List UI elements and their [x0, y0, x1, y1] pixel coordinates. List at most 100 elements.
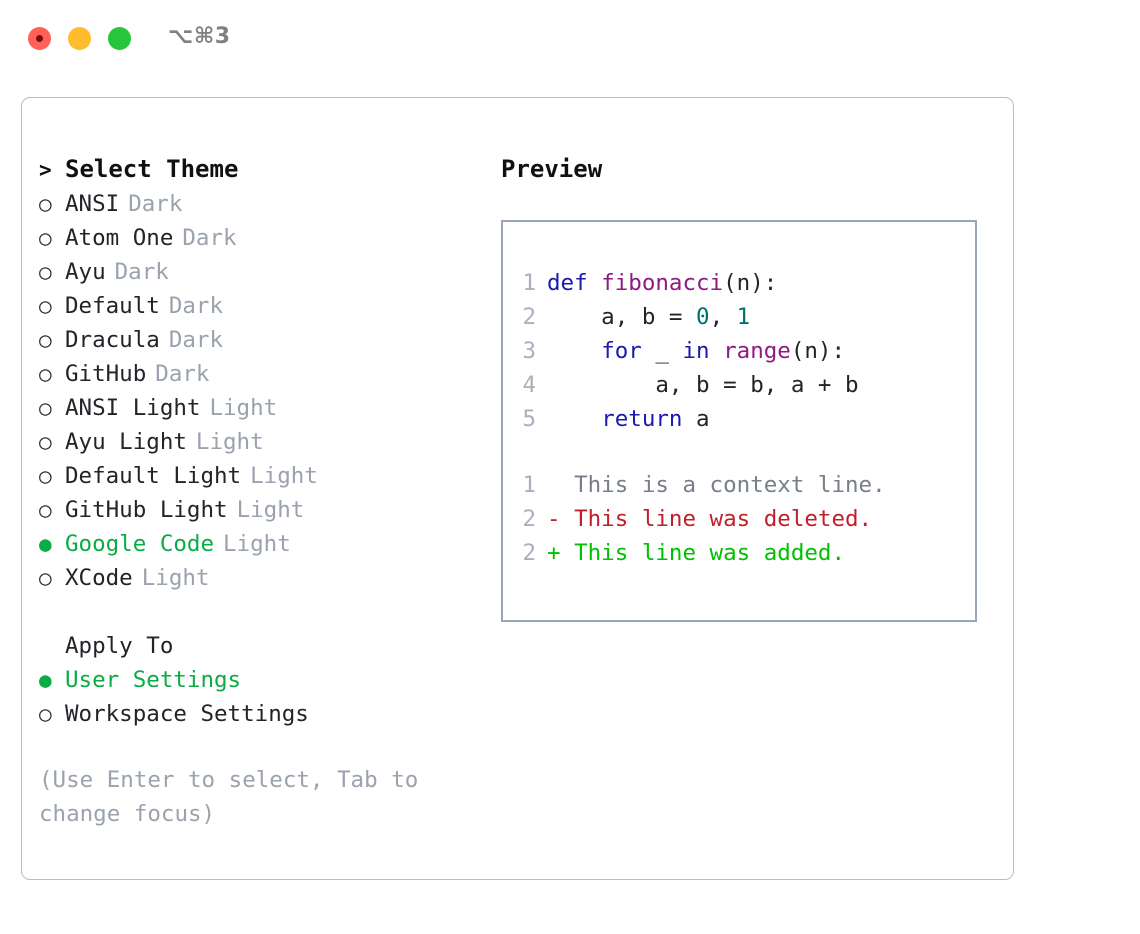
- theme-variant-badge: Light: [236, 497, 305, 523]
- diff-line-content: This is a context line.: [560, 472, 886, 498]
- code-line-content: return a: [547, 402, 710, 436]
- theme-list-item[interactable]: ○ Ayu Dark: [39, 255, 489, 289]
- preview-title: Preview: [501, 155, 603, 183]
- diff-sign: +: [547, 540, 561, 566]
- theme-name: Google Code: [65, 531, 215, 557]
- theme-variant-badge: Dark: [114, 259, 169, 285]
- theme-variant-badge: Light: [250, 463, 318, 489]
- diff-line-content: This line was added.: [560, 540, 846, 566]
- radio-unselected-icon: ○: [39, 396, 52, 420]
- code-line-content: def fibonacci(n):: [547, 266, 777, 300]
- code-token: ,: [709, 304, 737, 330]
- theme-variant-badge: Dark: [155, 361, 210, 387]
- diff-sign: -: [547, 506, 561, 532]
- line-number: 2: [522, 304, 536, 330]
- line-number: 1: [522, 270, 536, 296]
- radio-unselected-icon: ○: [39, 226, 52, 250]
- code-line: 3 for _ in range(n):: [510, 334, 971, 368]
- code-token: in: [682, 338, 710, 364]
- theme-list-header: > Select Theme: [39, 151, 489, 187]
- close-window-button[interactable]: [28, 27, 51, 50]
- apply-to-option-label: User Settings: [65, 667, 242, 693]
- line-number: 5: [522, 406, 536, 432]
- code-token: return: [601, 406, 683, 432]
- theme-name: Ayu: [65, 259, 106, 285]
- code-token: (n):: [790, 338, 846, 364]
- apply-to-title: Apply To: [65, 633, 174, 659]
- code-token: (n):: [723, 270, 778, 296]
- radio-unselected-icon: ○: [39, 430, 52, 454]
- line-number: 3: [522, 338, 536, 364]
- code-token: a: [682, 406, 710, 432]
- line-number: 2: [522, 506, 536, 532]
- theme-list-item[interactable]: ○ GitHub Dark: [39, 357, 489, 391]
- code-line-content: a, b = 0, 1: [547, 300, 750, 334]
- apply-to-option[interactable]: ○ Workspace Settings: [39, 697, 489, 731]
- code-line-content: a, b = b, a + b: [547, 368, 859, 402]
- code-token: _: [641, 338, 683, 364]
- theme-name: Atom One: [65, 225, 174, 251]
- apply-to-section: Apply To ● User Settings ○ Workspace Settin…: [39, 629, 489, 731]
- theme-name: GitHub: [65, 361, 147, 387]
- radio-unselected-icon: ○: [39, 294, 52, 318]
- diff-line: 1 This is a context line.: [510, 468, 971, 502]
- theme-variant-badge: Light: [141, 565, 210, 591]
- theme-variant-badge: Light: [195, 429, 264, 455]
- radio-unselected-icon: ○: [39, 260, 52, 284]
- line-number: 2: [522, 540, 536, 566]
- code-line: 4 a, b = b, a + b: [510, 368, 971, 402]
- theme-list-item[interactable]: ○ ANSI Dark: [39, 187, 489, 221]
- theme-variant-badge: Dark: [168, 327, 224, 353]
- code-token: 0: [696, 304, 710, 330]
- apply-to-option[interactable]: ● User Settings: [39, 663, 489, 697]
- code-token: range: [723, 338, 791, 364]
- line-number: 4: [522, 372, 536, 398]
- maximize-window-button[interactable]: [108, 27, 131, 50]
- radio-selected-icon: ●: [39, 668, 52, 692]
- prompt-caret-icon: >: [39, 158, 52, 182]
- diff-line-content: This line was deleted.: [560, 506, 873, 532]
- apply-to-option-label: Workspace Settings: [65, 701, 309, 727]
- theme-name: ANSI: [65, 191, 120, 217]
- apply-to-options: ● User Settings ○ Workspace Settings: [39, 663, 489, 731]
- minimize-window-button[interactable]: [68, 27, 91, 50]
- theme-list-header-label: Select Theme: [65, 155, 239, 183]
- code-line: 2 a, b = 0, 1: [510, 300, 971, 334]
- theme-variant-badge: Dark: [128, 191, 183, 217]
- radio-unselected-icon: ○: [39, 362, 52, 386]
- diff-sign: [547, 468, 561, 502]
- keyboard-shortcut-label: ⌥⌘3: [168, 24, 231, 49]
- code-token: [710, 338, 724, 364]
- code-token: a, b = b, a + b: [547, 372, 859, 398]
- code-token: def: [547, 270, 602, 296]
- title-bar: ⌥⌘3: [0, 0, 1140, 78]
- code-token: [547, 406, 601, 432]
- theme-variant-badge: Light: [209, 395, 278, 421]
- line-number: 1: [522, 472, 536, 498]
- code-line: 5 return a: [510, 402, 971, 436]
- code-line: 1 def fibonacci(n):: [510, 266, 971, 300]
- radio-unselected-icon: ○: [39, 192, 52, 216]
- theme-name: Ayu Light: [65, 429, 187, 455]
- theme-list-item[interactable]: ○ Ayu Light Light: [39, 425, 489, 459]
- code-line-content: for _ in range(n):: [547, 334, 845, 368]
- theme-variant-badge: Dark: [168, 293, 224, 319]
- radio-unselected-icon: ○: [39, 702, 52, 726]
- radio-unselected-icon: ○: [39, 464, 52, 488]
- theme-variant-badge: Light: [223, 531, 291, 557]
